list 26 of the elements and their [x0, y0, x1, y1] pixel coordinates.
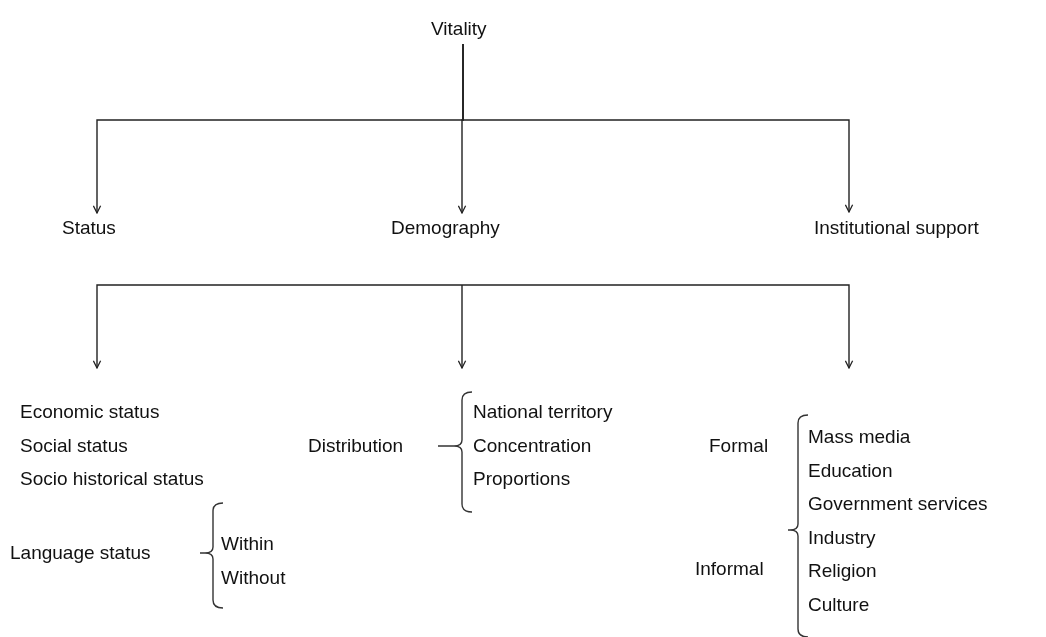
- list-item-text: Proportions: [473, 467, 571, 491]
- list-item-text: Industry: [808, 525, 876, 550]
- list-item-text: Social status: [20, 433, 128, 458]
- arrow: [457, 284, 467, 369]
- branch-label: Distribution: [308, 434, 404, 458]
- branch-label: Informal: [695, 557, 764, 581]
- arrow: [92, 284, 463, 369]
- list-item-text: Culture: [808, 592, 870, 617]
- branch-label: Within: [221, 532, 274, 556]
- arrow: [461, 284, 854, 369]
- list-item-text: Concentration: [473, 433, 592, 458]
- node-label: Status: [62, 216, 116, 240]
- list-item-text: Education: [808, 458, 893, 483]
- list-item-text: National territory: [473, 400, 613, 424]
- node-label: Institutional support: [814, 216, 979, 240]
- list-item-text: Religion: [808, 559, 877, 583]
- branch-label: Without: [221, 566, 286, 590]
- node-label: Demography: [391, 216, 500, 240]
- list-item-text: Socio historical status: [20, 467, 204, 491]
- list-item-text: Government services: [808, 492, 988, 516]
- list-item-text: Economic status: [20, 400, 160, 424]
- arrow: [462, 43, 854, 213]
- list-item-text: Mass media: [808, 425, 911, 449]
- branch-label: Formal: [709, 434, 769, 458]
- node-label: Vitality: [431, 17, 487, 41]
- branch-label: Language status: [10, 541, 151, 565]
